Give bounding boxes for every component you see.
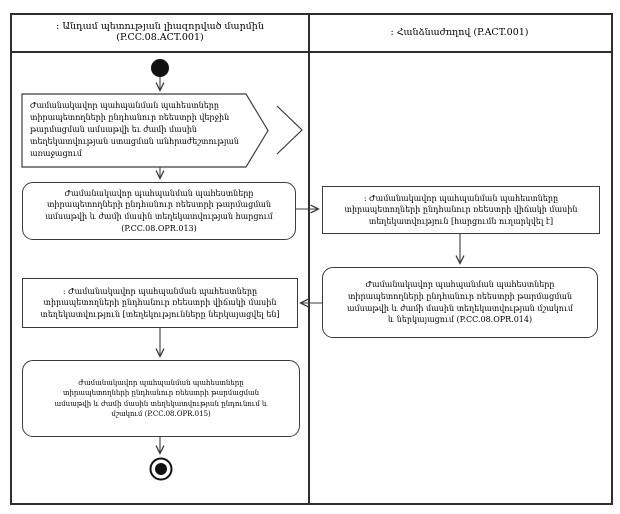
lane-header-divider [10, 51, 611, 53]
send-signal-need-text: Ժամանակավոր պահպանման պահեստները տիրապետ… [30, 101, 239, 158]
action-receive-and-process-info: Ժամանակավոր պահպանման պահեստները տիրապետ… [22, 360, 300, 437]
object-register-state-info-presented: : Ժամանակավոր պահպանման պահեստները տիրապ… [22, 278, 298, 328]
swimlane-divider [308, 13, 310, 503]
swimlane-header-authorized-body: : Անդամ պետության լիազորված մարմին (P.CC… [56, 21, 264, 43]
action-process-and-present-info: Ժամանակավոր պահպանման պահեստները տիրապետ… [322, 267, 598, 338]
object-register-state-request-sent: : Ժամանակավոր պահպանման պահեստները տիրապ… [322, 186, 600, 234]
action-request-update-info: Ժամանակավոր պահպանման պահեստները տիրապետ… [22, 182, 296, 240]
swimlane-header-commission: : Հանձնաժողով (P.ACT.001) [390, 26, 529, 38]
